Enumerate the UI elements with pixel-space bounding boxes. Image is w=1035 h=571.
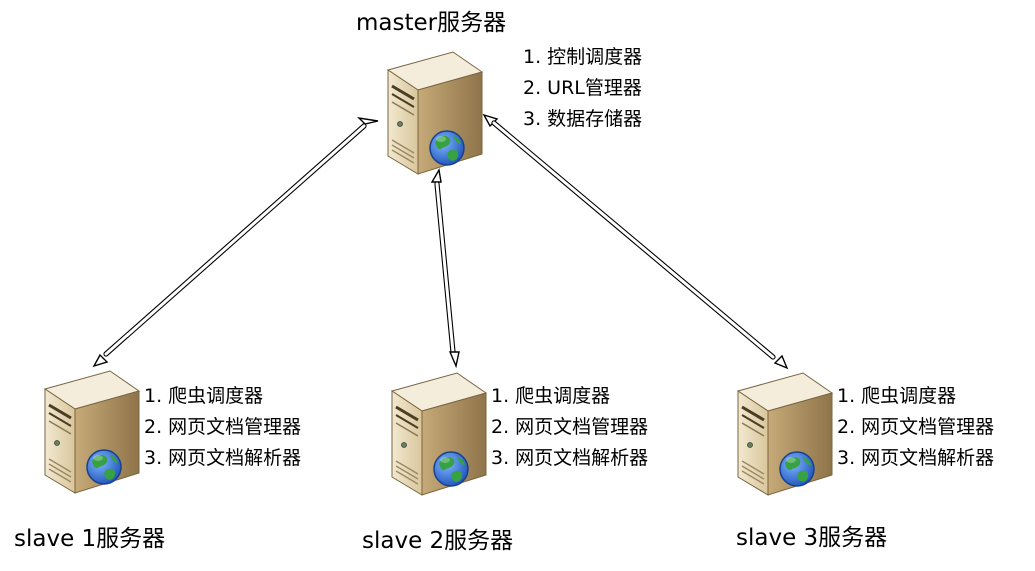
slave-role-item: 3. 网页文档解析器 <box>491 447 649 469</box>
master-role-item: 3. 数据存储器 <box>523 108 643 130</box>
slave-role-item: 2. 网页文档管理器 <box>837 416 995 438</box>
master-role-item: 1. 控制调度器 <box>523 46 643 68</box>
slave1-server-icon <box>43 369 141 495</box>
connector-arrows <box>92 113 789 370</box>
slave2-server-icon <box>390 371 488 497</box>
master-role-list: 1. 控制调度器 2. URL管理器 3. 数据存储器 <box>523 42 642 135</box>
slave3-title: slave 3服务器 <box>736 525 888 551</box>
slave-role-item: 3. 网页文档解析器 <box>144 447 302 469</box>
master-title: master服务器 <box>356 10 507 36</box>
slave1-title: slave 1服务器 <box>14 526 166 552</box>
slave1-role-list: 1. 爬虫调度器 2. 网页文档管理器 3. 网页文档解析器 <box>144 381 301 474</box>
slave3-server-icon <box>736 371 834 497</box>
master-slave3-arrow <box>482 113 789 370</box>
slave2-role-list: 1. 爬虫调度器 2. 网页文档管理器 3. 网页文档解析器 <box>491 381 648 474</box>
master-server-icon <box>386 50 484 176</box>
slave3-role-list: 1. 爬虫调度器 2. 网页文档管理器 3. 网页文档解析器 <box>837 381 994 474</box>
master-slave2-arrow <box>430 167 460 369</box>
slave-role-item: 2. 网页文档管理器 <box>491 416 649 438</box>
slave-role-item: 1. 爬虫调度器 <box>491 385 611 407</box>
slave-role-item: 3. 网页文档解析器 <box>837 447 995 469</box>
slave-role-item: 1. 爬虫调度器 <box>837 385 957 407</box>
master-role-item: 2. URL管理器 <box>523 77 642 99</box>
slave-role-item: 1. 爬虫调度器 <box>144 385 264 407</box>
slave-role-item: 2. 网页文档管理器 <box>144 416 302 438</box>
slave2-title: slave 2服务器 <box>362 528 514 554</box>
master-slave1-arrow <box>92 116 379 368</box>
